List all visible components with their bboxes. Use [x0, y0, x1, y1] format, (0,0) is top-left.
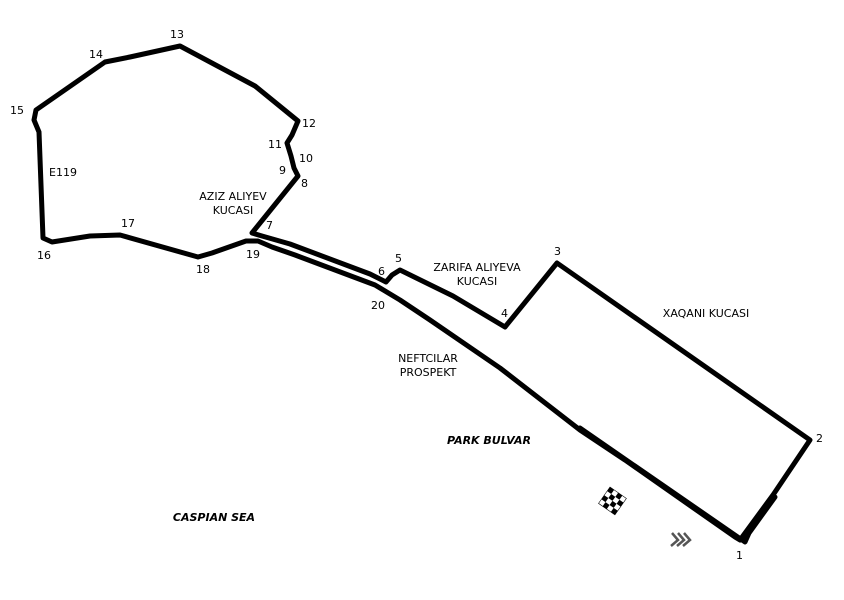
circuit-track — [31, 43, 813, 543]
turn-5-label: 5 — [395, 252, 402, 265]
turn-14-label: 14 — [89, 48, 103, 61]
turn-11-label: 11 — [268, 138, 282, 151]
turn-17-label: 17 — [121, 217, 135, 230]
street-zarifa-aliyeva-line1: ZARIFA ALIYEVA — [433, 261, 521, 274]
turn-3-label: 3 — [554, 245, 561, 258]
turn-8-label: 8 — [301, 177, 308, 190]
turn-20-label: 20 — [371, 299, 385, 312]
street-aziz-aliyev-line1: AZIZ ALIYEV — [199, 190, 267, 203]
street-neftcilar-line1: NEFTCILAR — [398, 352, 458, 365]
turn-7-label: 7 — [266, 219, 273, 232]
street-zarifa-aliyeva-line2: KUCASI — [457, 275, 497, 288]
turn-9-label: 9 — [279, 164, 286, 177]
turn-10-label: 10 — [299, 152, 313, 165]
turn-1-label: 1 — [736, 549, 743, 562]
turn-19-label: 19 — [246, 248, 260, 261]
area-park-bulvar: PARK BULVAR — [447, 434, 531, 447]
street-aziz-aliyev-line2: KUCASI — [213, 204, 253, 217]
turn-6-label: 6 — [378, 265, 385, 278]
street-xaqani: XAQANI KUCASI — [663, 307, 749, 320]
turn-15-label: 15 — [10, 104, 24, 117]
turn-16-label: 16 — [37, 249, 51, 262]
turn-12-label: 12 — [302, 117, 316, 130]
checkered-flag-icon — [598, 486, 627, 516]
street-e119: E119 — [49, 166, 77, 179]
turn-13-label: 13 — [170, 28, 184, 41]
turn-18-label: 18 — [196, 263, 210, 276]
chevron-right-icon — [670, 532, 692, 547]
straight-inner-line — [577, 425, 778, 545]
turn-2-label: 2 — [816, 432, 823, 445]
turn-4-label: 4 — [501, 307, 508, 320]
area-caspian-sea: CASPIAN SEA — [173, 511, 255, 524]
street-neftcilar-line2: PROSPEKT — [400, 366, 457, 379]
